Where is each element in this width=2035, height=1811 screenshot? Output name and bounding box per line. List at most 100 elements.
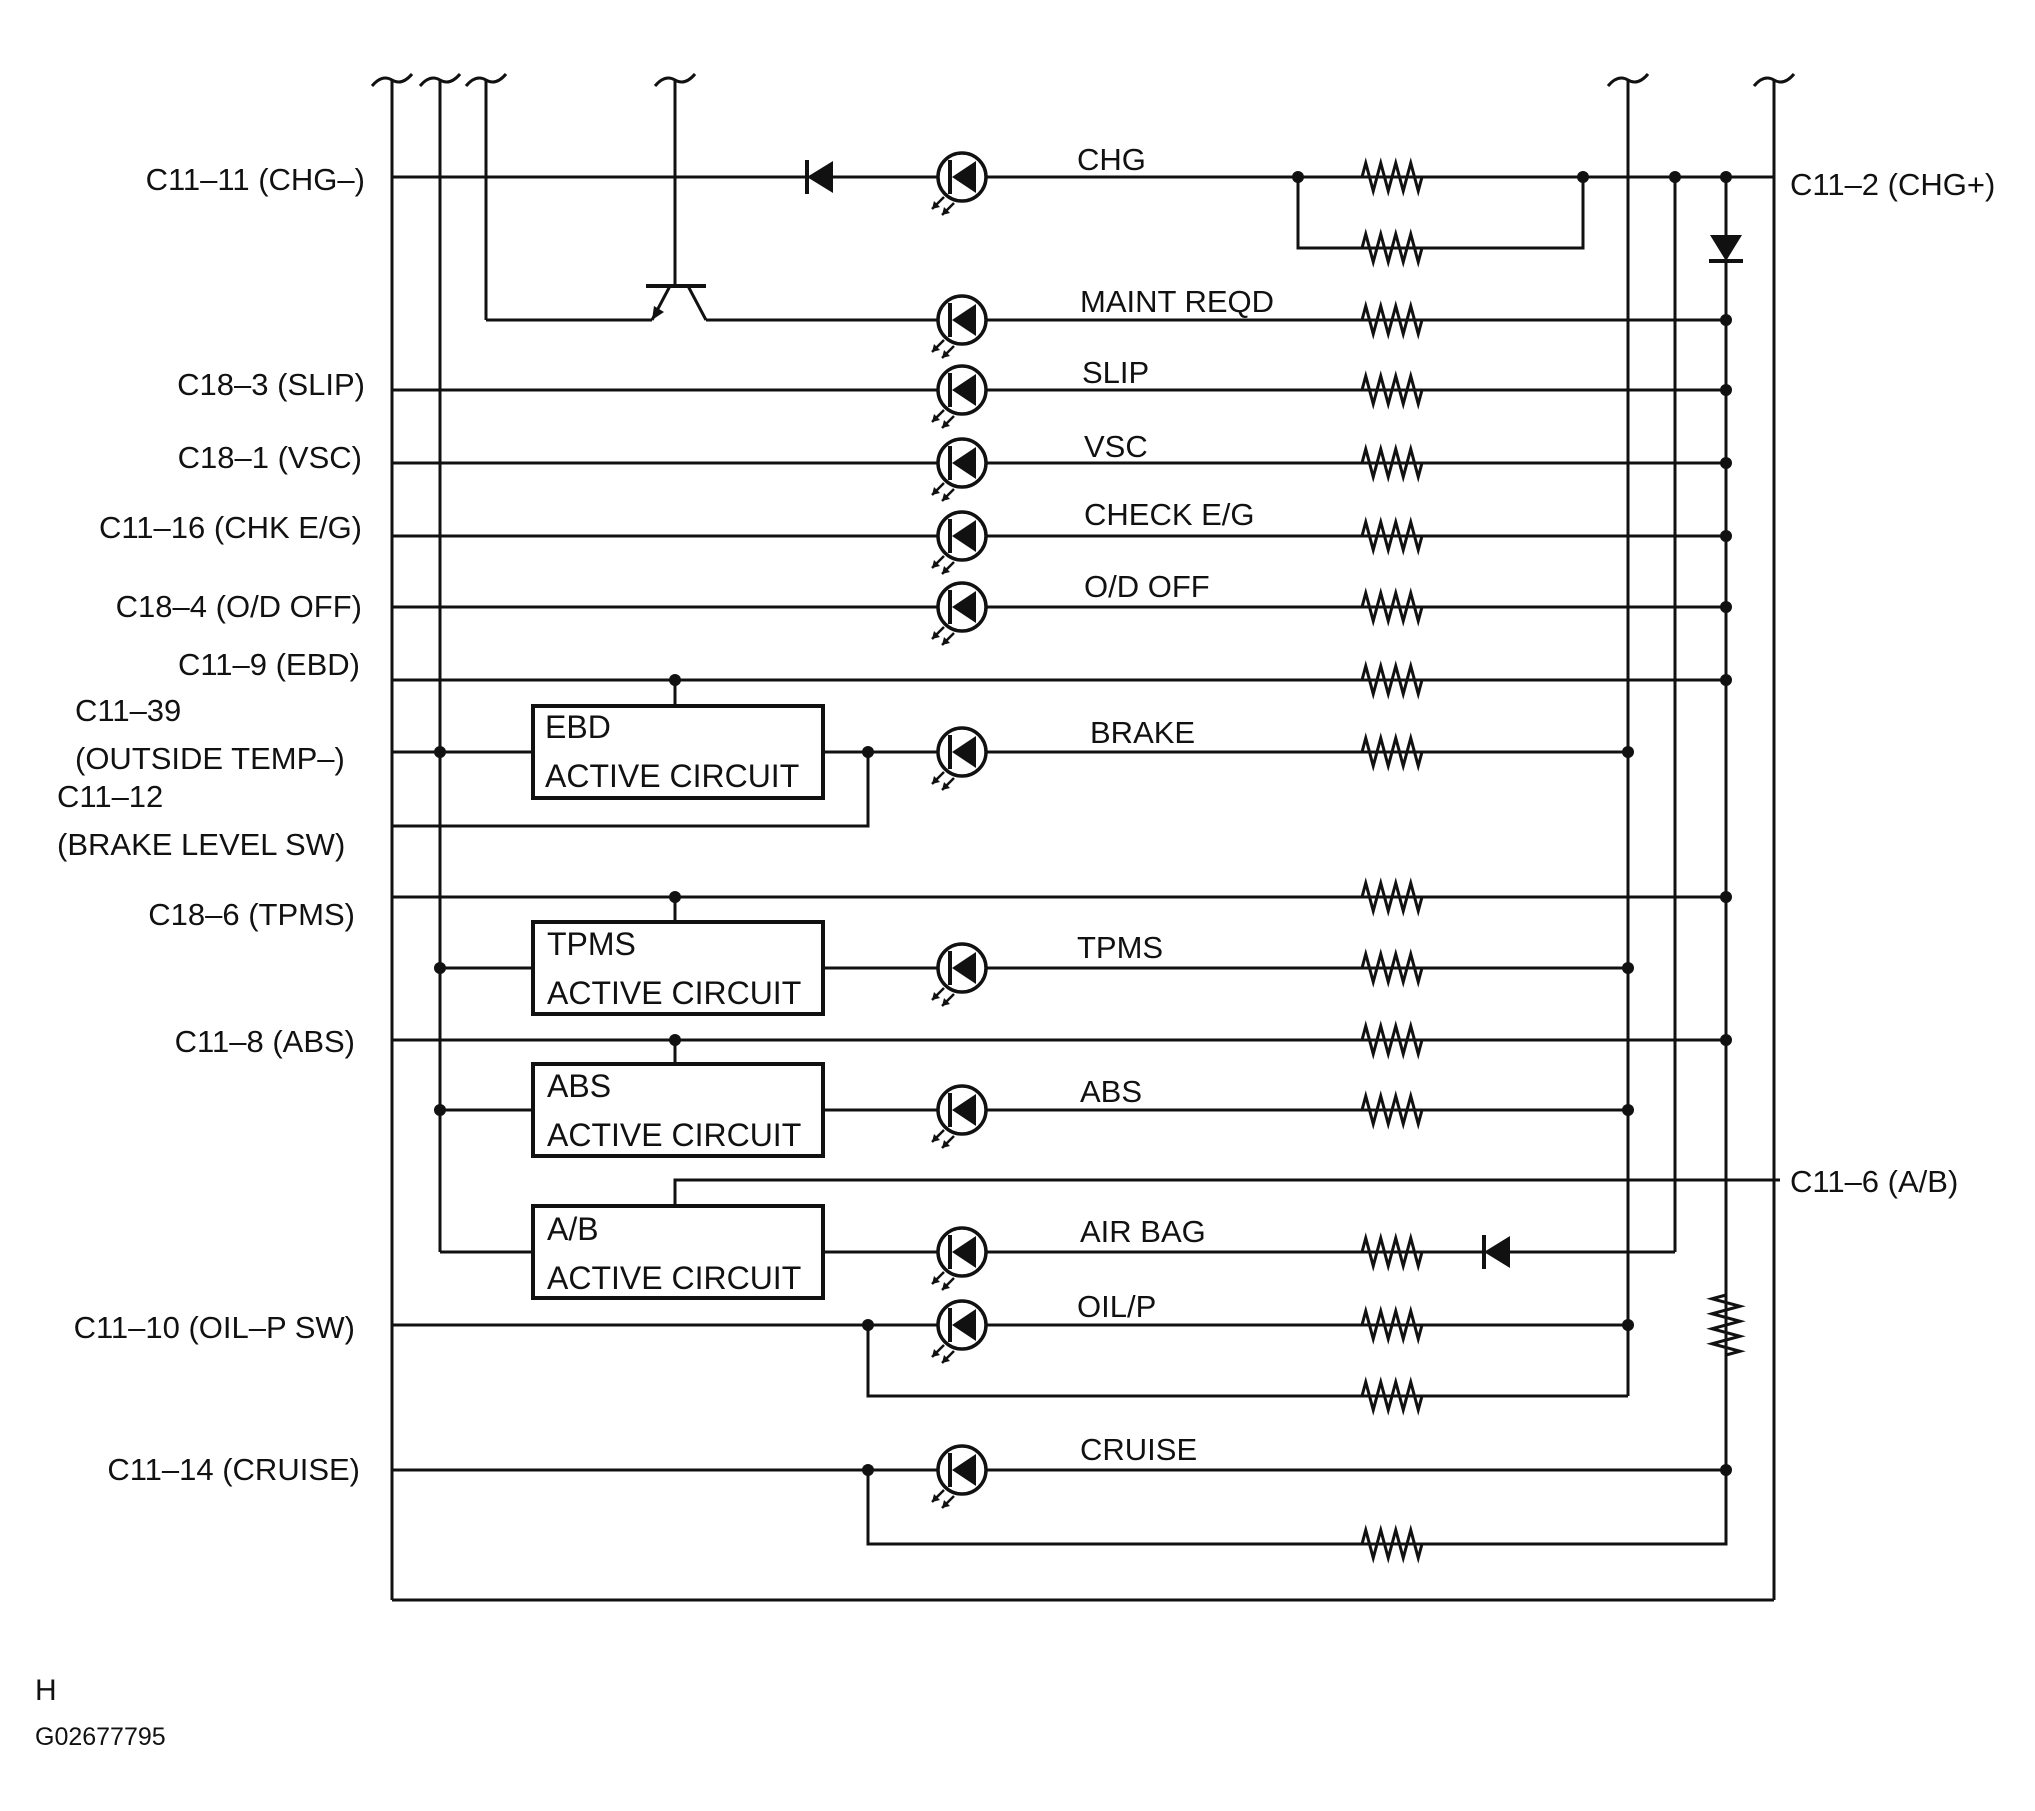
led-arrowhead (932, 992, 940, 1000)
figure-id: G02677795 (35, 1723, 166, 1751)
resistor-symbol (1360, 1524, 1424, 1564)
indicator-label-chg: CHG (1077, 142, 1146, 177)
led-arrowhead (942, 1140, 950, 1148)
led-triangle (952, 447, 976, 479)
indicator-led (931, 510, 988, 575)
led-arrowhead (932, 776, 940, 784)
junction-dot (862, 1464, 874, 1476)
junction-dots (434, 171, 1732, 1476)
ab-connector-wire (673, 1178, 1780, 1204)
led-arrowhead (942, 493, 950, 501)
resistor-symbol (1360, 516, 1424, 556)
resistor-symbol (1360, 877, 1424, 917)
led-triangle (952, 736, 976, 768)
indicator-label-cruise: CRUISE (1080, 1432, 1197, 1467)
active-circuit-box (531, 920, 825, 1016)
led-arrowhead (942, 207, 950, 215)
label-c18-3-slip: C18–3 (SLIP) (177, 367, 365, 402)
led-arrowhead (932, 1134, 940, 1142)
diode-triangle (807, 161, 833, 193)
led-arrowhead (932, 560, 940, 568)
labels: C11–11 (CHG–) C18–3 (SLIP) C18–1 (VSC) C… (35, 142, 1995, 1751)
transistor-arrow (652, 306, 664, 320)
abs-box-title: ABS (547, 1068, 611, 1104)
cruise-parallel (866, 1470, 1728, 1546)
label-c18-6-tpms: C18–6 (TPMS) (148, 897, 355, 932)
diode-triangle (1484, 1236, 1510, 1268)
indicator-led (931, 1226, 988, 1291)
indicator-label-od-off: O/D OFF (1084, 569, 1210, 604)
led-arrowhead (942, 1355, 950, 1363)
resistor-symbol (1360, 1232, 1424, 1272)
junction-dot (1720, 171, 1732, 183)
indicator-label-abs: ABS (1080, 1074, 1142, 1109)
label-c11-8-abs: C11–8 (ABS) (175, 1024, 355, 1059)
brake-level-wire (392, 752, 870, 828)
junction-dot (1577, 171, 1589, 183)
led-arrowhead (932, 201, 940, 209)
junction-dot (1720, 674, 1732, 686)
diode-triangle (1710, 235, 1742, 261)
indicator-led (931, 437, 988, 502)
junction-dot (1669, 171, 1681, 183)
active-circuit-box (531, 1062, 825, 1158)
indicator-led (931, 364, 988, 429)
resistor-symbol (1360, 157, 1424, 197)
led-arrowhead (942, 1282, 950, 1290)
resistor-symbol (1360, 1305, 1424, 1345)
junction-dot (1622, 746, 1634, 758)
led-triangle (952, 161, 976, 193)
junction-dot (1720, 314, 1732, 326)
resistor-symbol (1360, 300, 1424, 340)
indicator-label-slip: SLIP (1082, 355, 1149, 390)
label-c11-16-chk-eg: C11–16 (CHK E/G) (99, 510, 362, 545)
ebd-box-subtitle: ACTIVE CIRCUIT (545, 758, 799, 794)
wire-break-mark (1752, 73, 1796, 87)
transistor-collector (686, 285, 708, 321)
led-arrowhead (942, 1500, 950, 1508)
indicator-led (931, 1444, 988, 1509)
indicator-label-vsc: VSC (1084, 429, 1148, 464)
junction-dot (1720, 384, 1732, 396)
abs-box-subtitle: ACTIVE CIRCUIT (547, 1117, 801, 1153)
label-c11-10-oil-p-sw: C11–10 (OIL–P SW) (74, 1310, 355, 1345)
junction-dot (434, 1104, 446, 1116)
indicator-led (931, 151, 988, 216)
indicator-led (931, 581, 988, 646)
led-triangle (952, 374, 976, 406)
led-arrowhead (932, 487, 940, 495)
indicator-led (931, 1299, 988, 1364)
wires (370, 73, 1796, 1602)
resistor-symbol (1360, 1376, 1424, 1416)
label-brake-level-sw: (BRAKE LEVEL SW) (57, 827, 345, 862)
led-triangle (952, 1094, 976, 1126)
led-arrowhead (932, 1349, 940, 1357)
active-circuit-box (531, 704, 825, 800)
label-c11-11-chg-minus: C11–11 (CHG–) (146, 162, 365, 197)
led-arrowhead (942, 998, 950, 1006)
junction-dot (669, 1034, 681, 1046)
wire-break-mark (370, 73, 414, 87)
indicator-label-oil-p: OIL/P (1077, 1289, 1156, 1324)
indicator-label-check-eg: CHECK E/G (1084, 497, 1255, 532)
ebd-box-title: EBD (545, 709, 611, 745)
led-triangle (952, 1309, 976, 1341)
led-arrowhead (942, 566, 950, 574)
led-arrowhead (932, 1276, 940, 1284)
tpms-box-subtitle: ACTIVE CIRCUIT (547, 975, 801, 1011)
resistor-symbol (1360, 370, 1424, 410)
junction-dot (1622, 1104, 1634, 1116)
ab-box-title: A/B (547, 1211, 599, 1247)
junction-dot (1720, 1464, 1732, 1476)
indicator-led (931, 726, 988, 791)
junction-dot (1292, 171, 1304, 183)
indicator-led (931, 294, 988, 359)
indicator-label-tpms: TPMS (1077, 930, 1163, 965)
label-c18-4-od-off: C18–4 (O/D OFF) (116, 589, 362, 624)
junction-dot (1720, 457, 1732, 469)
label-c11-12: C11–12 (57, 779, 163, 814)
label-c11-2-chg-plus: C11–2 (CHG+) (1790, 167, 1995, 202)
junction-dot (862, 746, 874, 758)
junction-dot (1622, 962, 1634, 974)
led-triangle (952, 1454, 976, 1486)
